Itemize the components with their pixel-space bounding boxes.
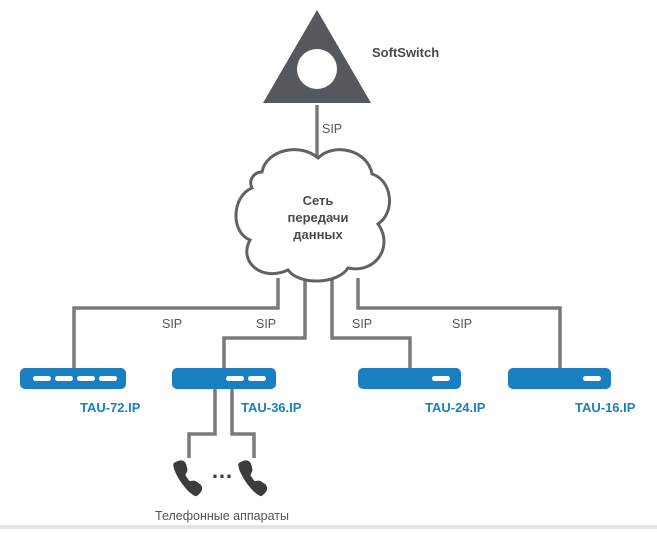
telephone-handset-icon <box>238 460 268 497</box>
cloud-label-line2: передачи <box>288 210 349 225</box>
port-led <box>33 376 51 381</box>
port-led <box>226 376 244 381</box>
softswitch-label: SoftSwitch <box>372 45 439 60</box>
cloud-label-line3: данных <box>293 227 343 242</box>
cloud-label-line1: Сеть <box>303 193 334 208</box>
device-tau36: TAU-36.IP <box>172 368 302 415</box>
sip-label-tau16: SIP <box>452 317 472 331</box>
port-led <box>77 376 95 381</box>
sip-label-tau36: SIP <box>256 317 276 331</box>
device-tau36-body <box>172 368 276 389</box>
telephones: … Телефонные аппараты <box>155 458 289 523</box>
phones-ellipsis: … <box>211 458 233 483</box>
port-led <box>583 376 601 381</box>
port-led <box>432 376 450 381</box>
link-line-tau24 <box>330 278 412 370</box>
link-line-tau36 <box>222 278 307 370</box>
telephone-handset-icon <box>173 460 203 497</box>
bottom-divider <box>0 525 657 529</box>
device-tau24-label: TAU-24.IP <box>425 400 486 415</box>
sip-label-tau72: SIP <box>162 317 182 331</box>
port-led <box>248 376 266 381</box>
sip-label-tau24: SIP <box>352 317 372 331</box>
uplink-sip-label: SIP <box>322 122 342 136</box>
cloud-node: Сеть передачи данных <box>234 148 391 283</box>
phone-line-left <box>187 388 217 458</box>
port-led <box>99 376 117 381</box>
device-tau24: TAU-24.IP <box>358 368 486 415</box>
device-tau72-label: TAU-72.IP <box>80 400 141 415</box>
phones-label: Телефонные аппараты <box>155 509 289 523</box>
phone-line-right <box>230 388 256 458</box>
connection-lines <box>72 105 562 458</box>
device-tau72: TAU-72.IP <box>20 368 141 415</box>
device-tau16: TAU-16.IP <box>508 368 636 415</box>
cloud-icon <box>234 148 391 283</box>
softswitch-circle <box>297 49 337 89</box>
port-led <box>55 376 73 381</box>
device-tau16-label: TAU-16.IP <box>575 400 636 415</box>
softswitch-node: SoftSwitch <box>263 10 439 103</box>
link-line-tau16 <box>356 278 562 370</box>
link-line-tau72 <box>72 278 280 370</box>
device-tau24-body <box>358 368 461 389</box>
device-tau16-body <box>508 368 611 389</box>
device-tau36-label: TAU-36.IP <box>241 400 302 415</box>
